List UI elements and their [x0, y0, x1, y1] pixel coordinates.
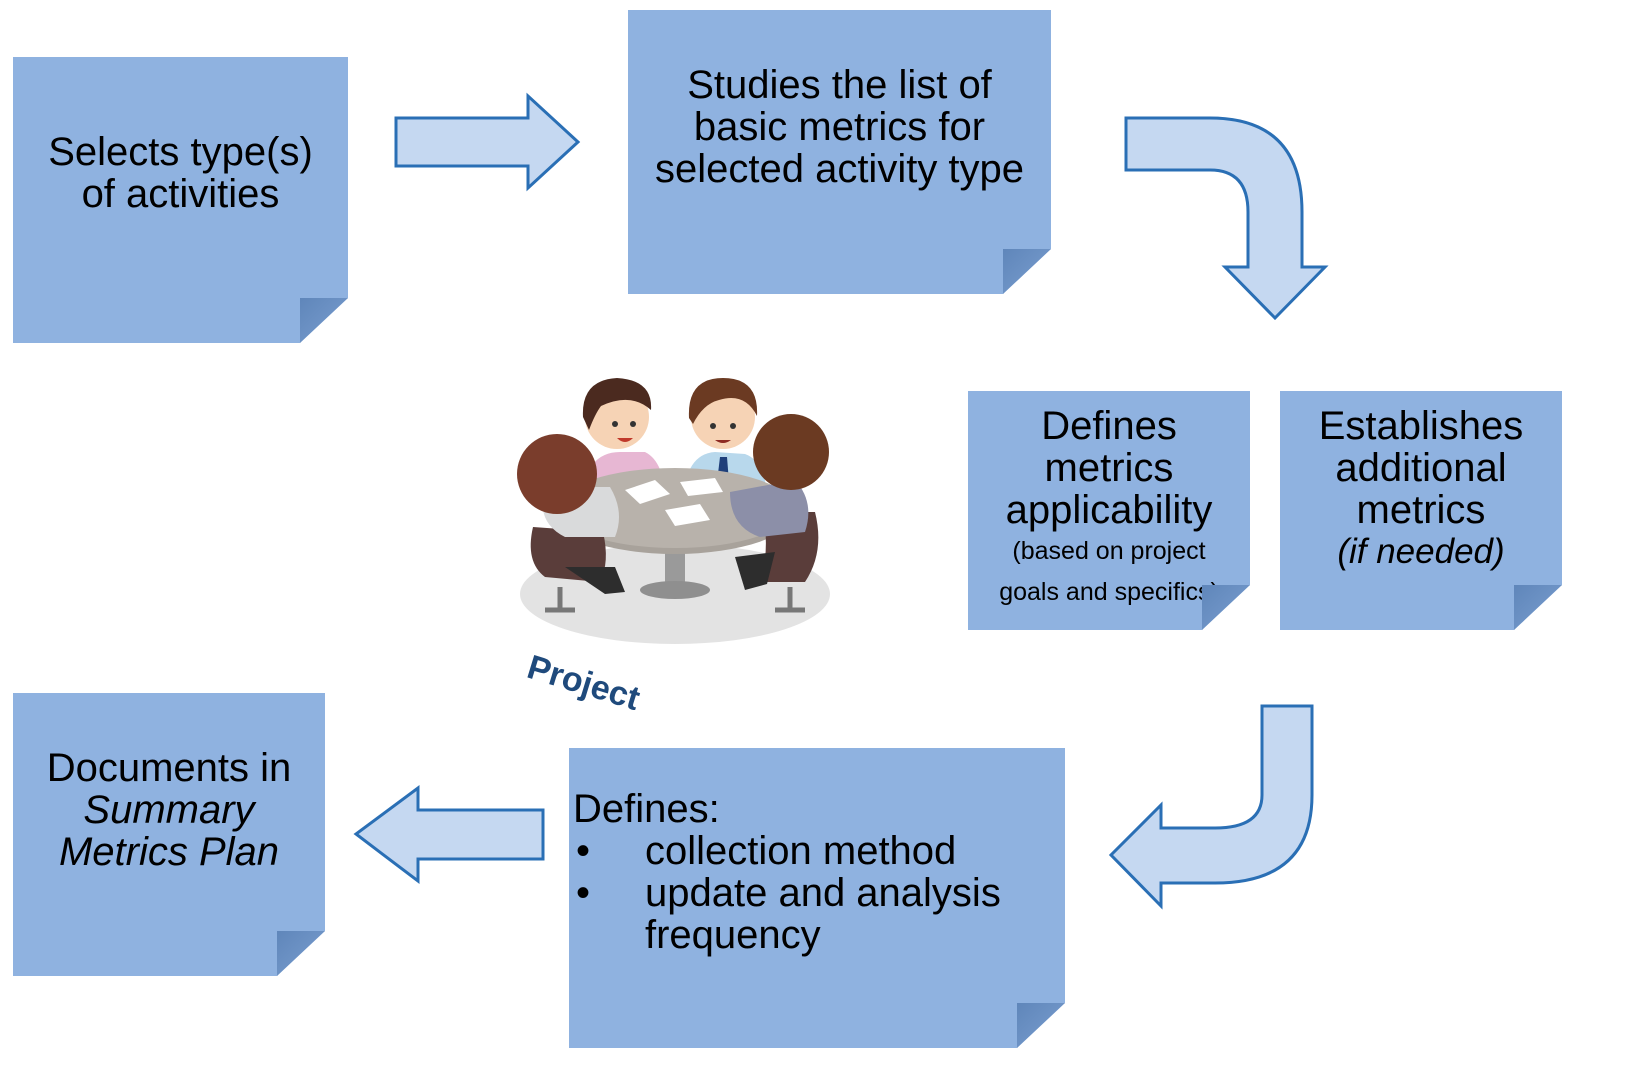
step-additional-line-2: additional [1335, 446, 1507, 490]
bullet-icon: • [576, 871, 591, 915]
step-applicability-note-2: goals and specifics) [999, 578, 1219, 606]
step-applicability-line-1: Defines [1041, 404, 1177, 448]
page-fold-icon [300, 298, 348, 343]
curved-left-arrow-icon [1108, 704, 1314, 910]
left-arrow-icon [353, 785, 545, 885]
step-collection-list: • collection method • update and analysi… [573, 830, 1001, 956]
list-item-text: update and analysis [645, 871, 1001, 915]
step-applicability-line-2: metrics [1044, 446, 1174, 490]
list-item-text-continued: frequency [645, 913, 821, 957]
step-establish-additional-metrics: Establishes additional metrics (if neede… [1280, 391, 1562, 630]
step-applicability-note-1: (based on project [1012, 537, 1206, 565]
page-fold-icon [1003, 249, 1051, 294]
right-arrow-icon [394, 92, 581, 192]
list-item: • update and analysis frequency [573, 872, 1001, 956]
step-document-line-1: Documents in [46, 746, 292, 790]
project-label: Project [522, 648, 645, 719]
step-additional-line-3: metrics [1356, 488, 1486, 532]
page-fold-icon [277, 931, 325, 976]
step-collection-heading: Defines: [573, 787, 720, 831]
step-additional-line-1: Establishes [1318, 404, 1524, 448]
step-study-basic-metrics: Studies the list of basic metrics for se… [628, 10, 1051, 294]
page-fold-icon [1514, 585, 1562, 630]
step-define-collection: Defines: • collection method • update an… [569, 748, 1065, 1048]
bullet-icon: • [576, 829, 591, 873]
page-fold-icon [1202, 585, 1250, 630]
step-additional-note: (if needed) [1337, 532, 1505, 571]
list-item: • collection method [573, 830, 1001, 872]
curved-down-arrow-icon [1124, 116, 1329, 321]
step-document-summary-plan: Documents in Summary Metrics Plan [13, 693, 325, 976]
step-document-line-2: Summary [83, 788, 255, 832]
step-study-line-3: selected activity type [654, 147, 1025, 191]
step-select-line-1: Selects type(s) [48, 130, 313, 174]
step-document-line-3: Metrics Plan [58, 830, 280, 874]
step-study-line-2: basic metrics for [693, 105, 986, 149]
meeting-team-illustration [517, 378, 830, 644]
step-select-activity-types: Selects type(s) of activities [13, 57, 348, 343]
page-fold-icon [1017, 1003, 1065, 1048]
step-define-applicability: Defines metrics applicability (based on … [968, 391, 1250, 630]
step-study-line-1: Studies the list of [687, 63, 992, 107]
list-item-text: collection method [645, 829, 957, 873]
step-applicability-line-3: applicability [1005, 488, 1213, 532]
step-select-line-2: of activities [81, 172, 280, 216]
